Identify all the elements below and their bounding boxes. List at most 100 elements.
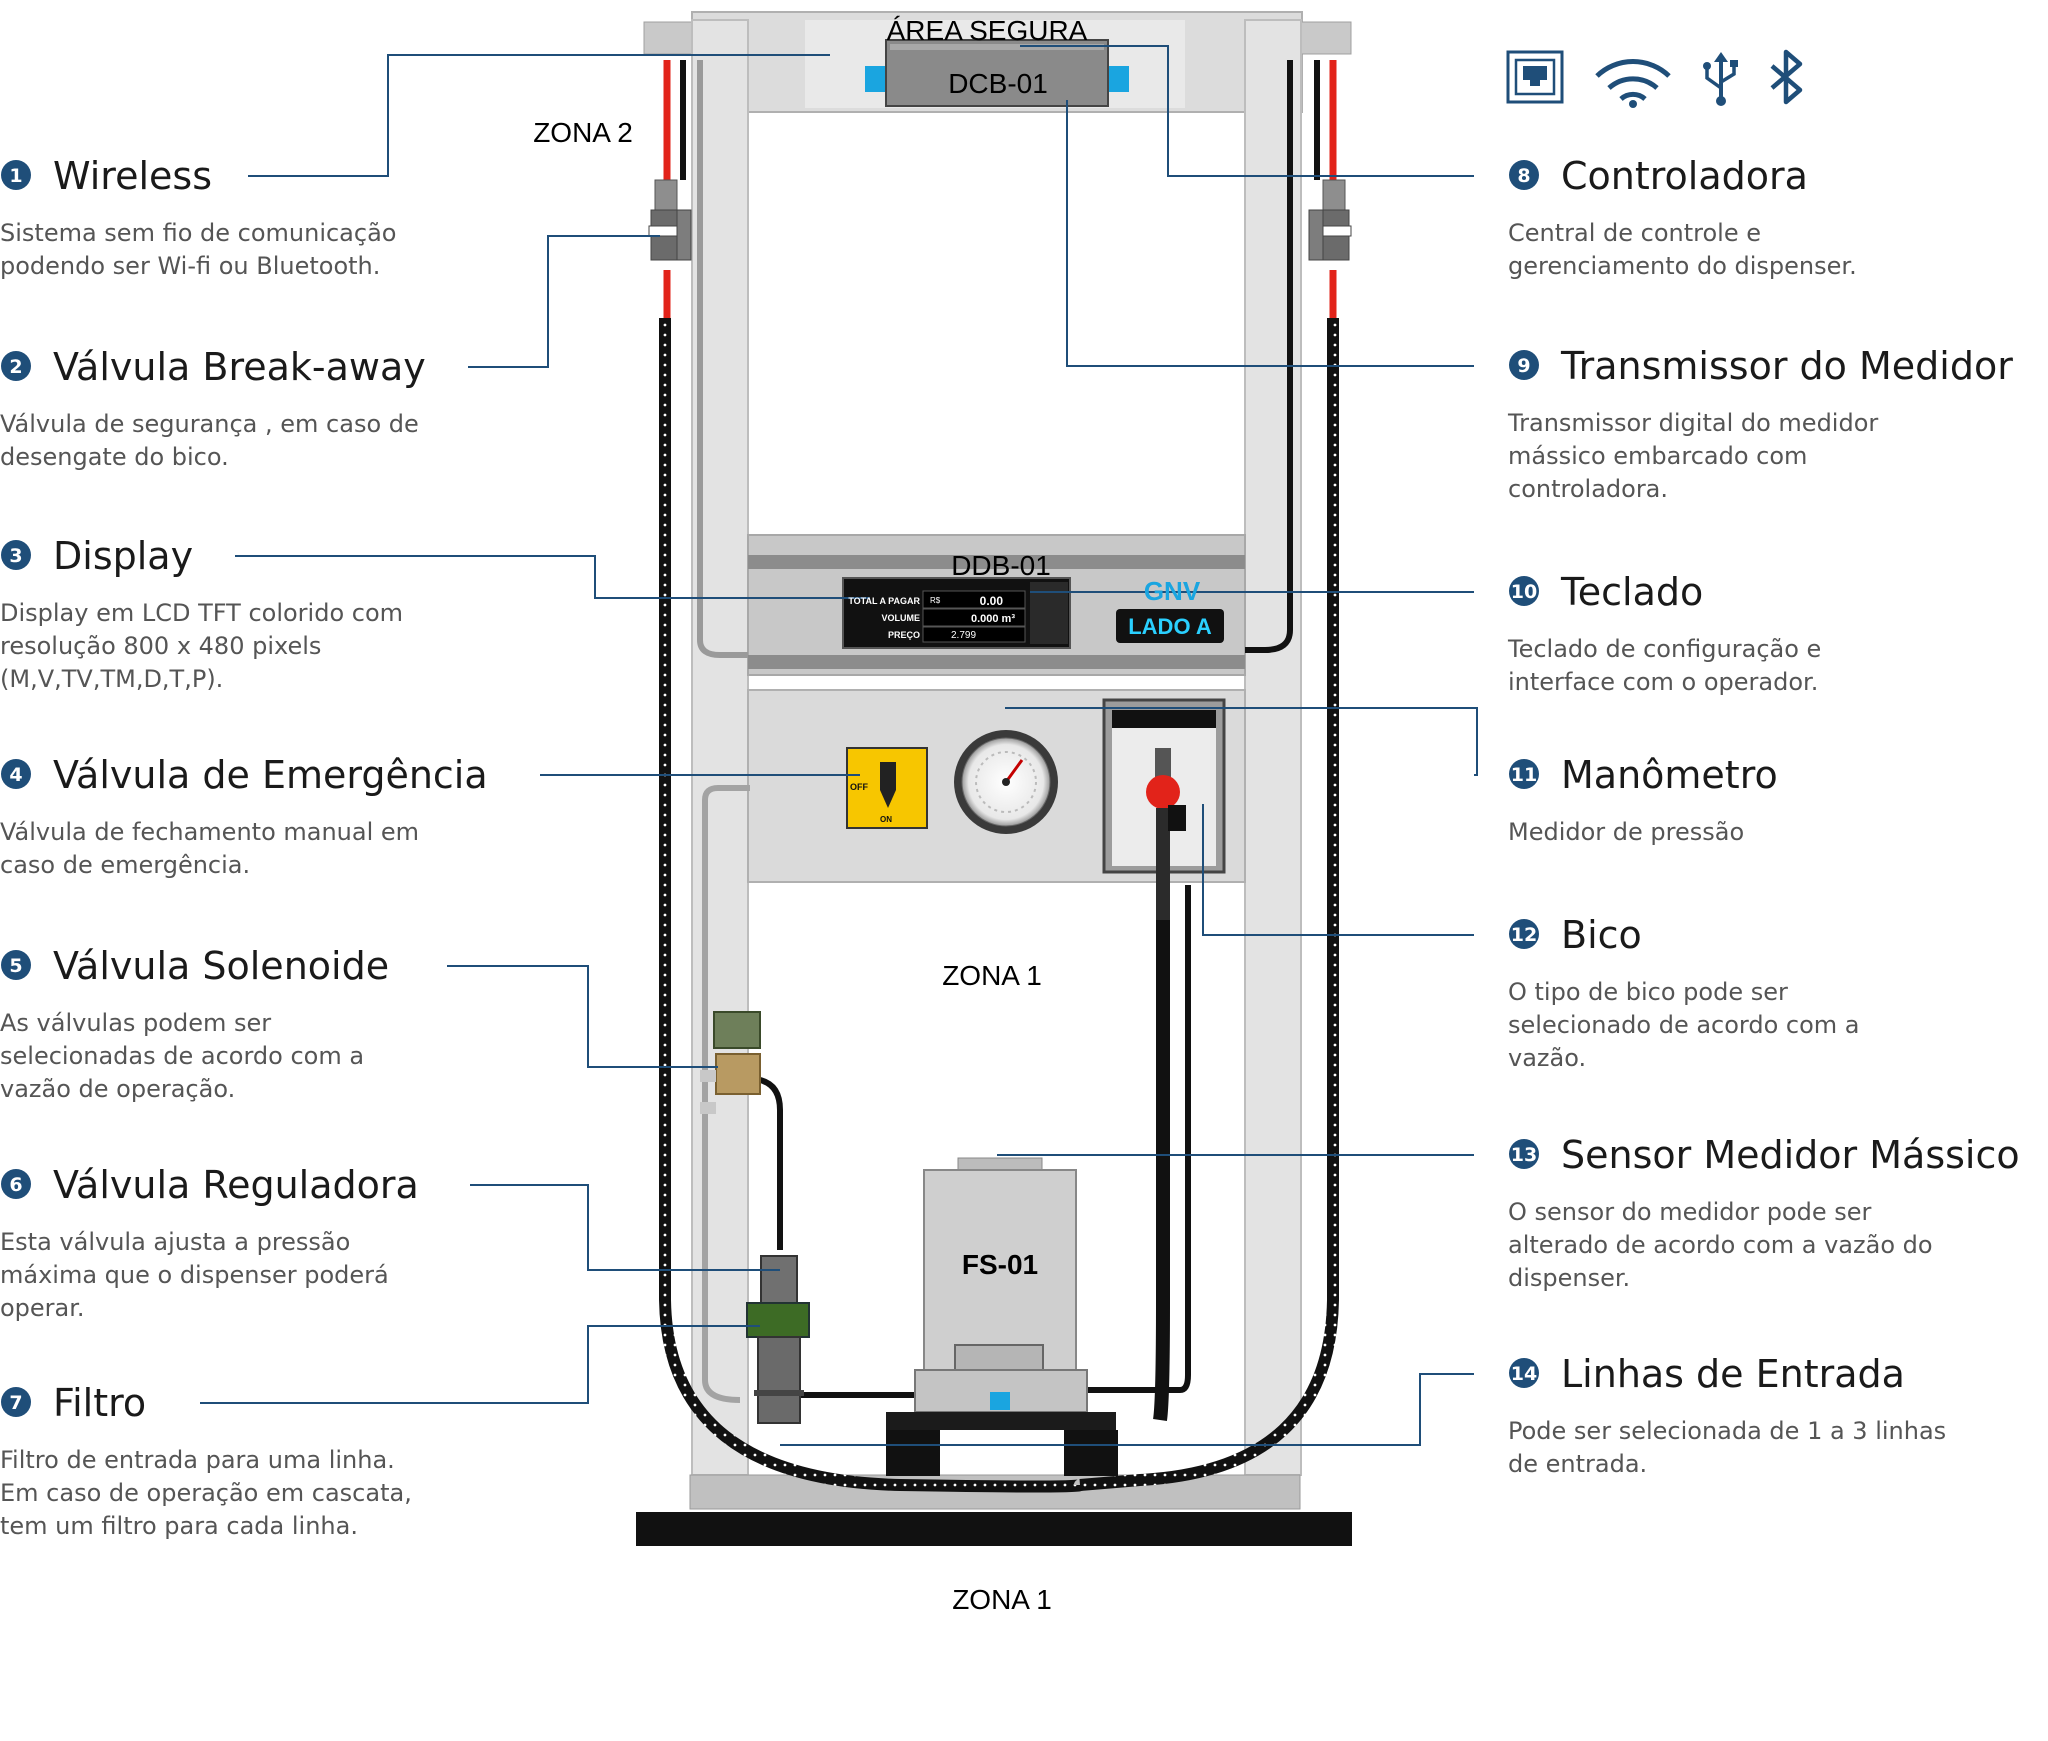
callout-number-badge xyxy=(1,1387,31,1417)
callout-description-line: Em caso de operação em cascata, xyxy=(0,1479,412,1507)
zona1-inner-label: ZONA 1 xyxy=(942,960,1042,991)
callout-description-line: interface com o operador. xyxy=(1508,668,1818,696)
callout-number: 1 xyxy=(9,165,22,187)
screen-preco-value: 2.799 xyxy=(951,630,976,641)
callout-description-line: caso de emergência. xyxy=(0,851,250,879)
callout-number: 3 xyxy=(9,545,22,567)
callout-description-line: Teclado de configuração e xyxy=(1507,635,1821,663)
callout-number: 2 xyxy=(9,356,22,378)
callout-description-line: dispenser. xyxy=(1508,1264,1630,1292)
wifi-icon xyxy=(1595,59,1671,108)
callout-number: 14 xyxy=(1511,1363,1537,1385)
bluetooth-icon xyxy=(1770,49,1803,105)
callout-number-badge xyxy=(1509,759,1539,789)
callout-description-line: controladora. xyxy=(1508,475,1668,503)
callout-description-line: selecionado de acordo com a xyxy=(1508,1011,1860,1039)
screen-total-value: 0.00 xyxy=(980,594,1004,608)
screen-volume-value: 0.000 m³ xyxy=(971,613,1015,625)
callout-description-line: operar. xyxy=(0,1294,85,1322)
callout-description-line: O sensor do medidor pode ser xyxy=(1508,1198,1872,1226)
callout-description-line: Display em LCD TFT colorido com xyxy=(0,599,403,627)
callout-description-line: tem um filtro para cada linha. xyxy=(0,1512,358,1540)
zona2-label: ZONA 2 xyxy=(533,117,633,148)
regulator-valve xyxy=(746,1255,810,1338)
callout-description-line: vazão. xyxy=(1508,1044,1586,1072)
callout-number: 9 xyxy=(1517,355,1530,377)
callout-description-line: Esta válvula ajusta a pressão xyxy=(0,1228,350,1256)
callout-number: 6 xyxy=(9,1174,22,1196)
callout-title: Válvula de Emergência xyxy=(53,753,488,797)
callout-description-line: As válvulas podem ser xyxy=(0,1009,271,1037)
screen-volume-label: VOLUME xyxy=(881,613,920,623)
callout-description-line: Central de controle e xyxy=(1508,219,1761,247)
callout-number: 5 xyxy=(9,955,22,977)
callout-title: Controladora xyxy=(1561,154,1808,198)
callout-12: 12 Bico O tipo de bico pode ser selecionado… xyxy=(1508,913,1860,1072)
callout-description-line: Válvula de fechamento manual em xyxy=(0,818,419,846)
mass-flow-sensor xyxy=(886,1157,1118,1476)
callout-title: Sensor Medidor Mássico xyxy=(1561,1133,2020,1177)
breakaway-valve-left xyxy=(648,179,692,261)
callout-number-badge xyxy=(1509,160,1539,190)
callout-description-line: podendo ser Wi-fi ou Bluetooth. xyxy=(0,252,380,280)
callout-description-line: Medidor de pressão xyxy=(1508,818,1744,846)
callout-number-badge xyxy=(1509,1139,1539,1169)
breakaway-valve-right xyxy=(1308,179,1352,261)
callout-description-line: (M,V,TV,TM,D,T,P). xyxy=(0,665,223,693)
callout-description-line: O tipo de bico pode ser xyxy=(1508,978,1788,1006)
callout-description-line: Filtro de entrada para uma linha. xyxy=(0,1446,395,1474)
callout-number-badge xyxy=(1,540,31,570)
emergency-valve xyxy=(846,747,928,829)
usb-icon xyxy=(1703,52,1738,106)
callout-description-line: Sistema sem fio de comunicação xyxy=(0,219,396,247)
callout-description-line: Transmissor digital do medidor xyxy=(1507,409,1878,437)
callout-number-badge xyxy=(1,950,31,980)
screen-total-unit: R$ xyxy=(930,596,941,605)
callout-title: Teclado xyxy=(1560,570,1703,614)
pressure-gauge xyxy=(954,730,1058,834)
callout-description-line: desengate do bico. xyxy=(0,443,229,471)
callout-number: 11 xyxy=(1511,764,1537,786)
callout-description-line: vazão de operação. xyxy=(0,1075,235,1103)
zona1-bottom-label: ZONA 1 xyxy=(952,1584,1052,1615)
solenoid-valve xyxy=(700,1011,761,1114)
emergency-on-label: ON xyxy=(880,815,892,824)
callout-number: 7 xyxy=(9,1392,22,1414)
callout-description-line: gerenciamento do dispenser. xyxy=(1508,252,1857,280)
fs-label: FS-01 xyxy=(962,1249,1038,1280)
callout-title: Válvula Break-away xyxy=(53,345,426,389)
callout-number-badge xyxy=(1509,350,1539,380)
leader-lines xyxy=(200,45,1478,1446)
callout-number: 10 xyxy=(1511,581,1537,603)
callout-title: Linhas de Entrada xyxy=(1561,1352,1905,1396)
hoses xyxy=(659,60,1339,1493)
callout-description-line: Pode ser selecionada de 1 a 3 linhas xyxy=(1508,1417,1946,1445)
callout-title: Manômetro xyxy=(1561,753,1778,797)
callout-description-line: resolução 800 x 480 pixels xyxy=(0,632,321,660)
callout-number-badge xyxy=(1,759,31,789)
side-label-box xyxy=(1116,609,1224,643)
callout-number-badge xyxy=(1509,919,1539,949)
callout-title: Bico xyxy=(1561,913,1642,957)
callout-description-line: mássico embarcado com xyxy=(1508,442,1807,470)
callout-title: Válvula Reguladora xyxy=(53,1163,419,1207)
ddb-label: DDB-01 xyxy=(951,550,1051,581)
callout-number: 12 xyxy=(1511,924,1537,946)
callout-number-badge xyxy=(1509,576,1539,606)
lado-a-label: LADO A xyxy=(1128,614,1212,639)
area-segura-label: ÁREA SEGURA xyxy=(887,15,1088,46)
screen-total-label: TOTAL A PAGAR xyxy=(848,596,920,606)
